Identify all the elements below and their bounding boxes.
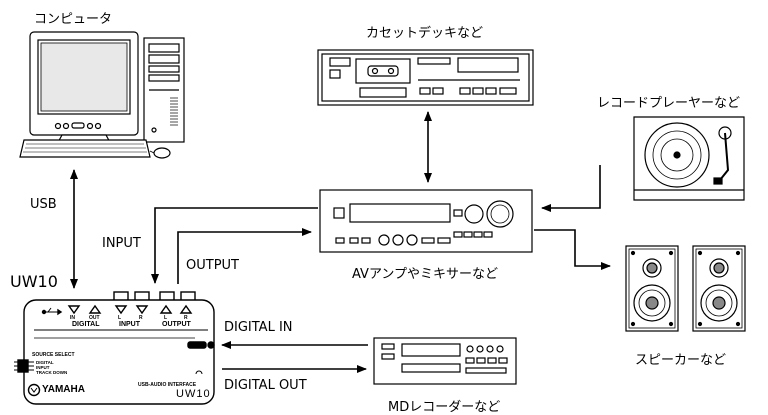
output-label: OUTPUT — [186, 258, 239, 273]
md-recorder-label: MDレコーダーなど — [388, 396, 500, 415]
cassette-deck-label: カセットデッキなど — [366, 22, 483, 41]
computer-label: コンピュータ — [34, 8, 112, 27]
cassette-deck-icon — [318, 50, 533, 105]
panel-src-track-down-label: TRACK DOWN — [36, 370, 67, 375]
panel-source-select-label: SOURCE SELECT — [32, 352, 75, 358]
speaker-label: スピーカーなど — [635, 349, 726, 368]
usb-label: USB — [30, 197, 57, 212]
uw10-label: UW10 — [10, 272, 58, 291]
av-amp-icon — [320, 190, 532, 252]
md-recorder-icon — [374, 338, 516, 384]
digital-out-label: DIGITAL OUT — [224, 378, 307, 393]
digital-in-label: DIGITAL IN — [224, 320, 293, 335]
panel-brand-label: YAMAHA — [42, 384, 85, 395]
record-player-label: レコードプレーヤーなど — [597, 92, 740, 111]
speakers-icon — [626, 246, 745, 331]
panel-model-label: UW10 — [176, 388, 211, 400]
record-player-icon — [634, 117, 744, 200]
panel-output-label: OUTPUT — [162, 321, 191, 328]
av-amp-label: AVアンプやミキサーなど — [352, 263, 498, 282]
input-label: INPUT — [102, 236, 141, 251]
panel-digital-label: DIGITAL — [72, 321, 99, 328]
panel-input-label: INPUT — [119, 321, 140, 328]
computer-icon — [20, 32, 184, 158]
